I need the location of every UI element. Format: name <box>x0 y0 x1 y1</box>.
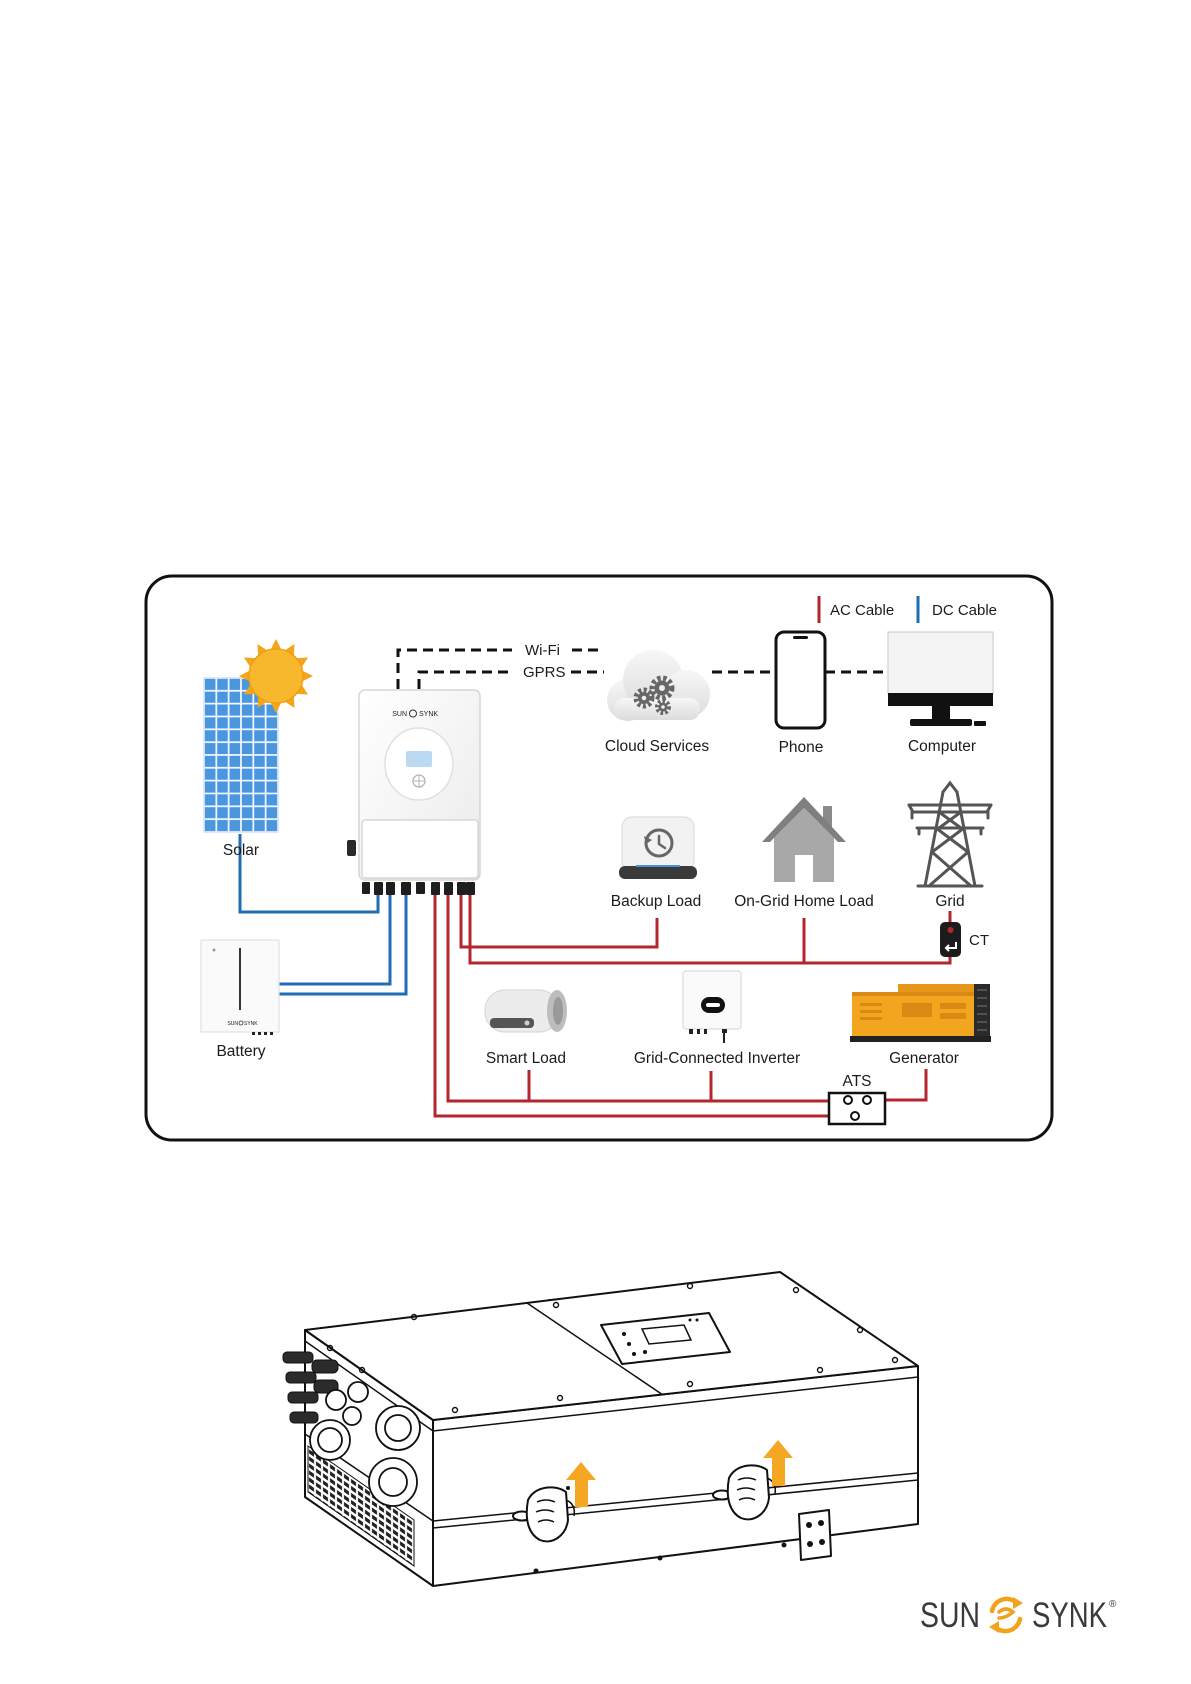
inverter-keypad-icon <box>413 775 425 787</box>
logo-arrowhead-1 <box>1013 1597 1023 1609</box>
mounting-bracket-icon <box>799 1510 831 1560</box>
battery-dc-cable-2 <box>279 895 406 994</box>
transfer-switch-icon <box>829 1093 885 1124</box>
gprs-link <box>419 672 512 689</box>
logo-registered-mark: ® <box>1109 1599 1117 1610</box>
grid-inverter-label: Grid-Connected Inverter <box>634 1050 800 1067</box>
water-heater-icon <box>485 990 567 1032</box>
smartphone-icon <box>776 632 825 728</box>
ct-node: CT <box>940 922 989 957</box>
gprs-label: GPRS <box>523 664 566 681</box>
backup-load-node: Backup Load <box>611 817 702 910</box>
battery-brand-left: SUN <box>227 1021 238 1027</box>
computer-label: Computer <box>908 738 976 755</box>
home-load-node: On-Grid Home Load <box>734 797 874 910</box>
ats-label: ATS <box>843 1073 872 1090</box>
legend: AC Cable DC Cable <box>819 596 997 623</box>
top-seam-2 <box>548 1299 560 1300</box>
solar-label: Solar <box>223 842 259 859</box>
backup-history-icon <box>619 817 697 879</box>
monitor-icon <box>888 632 993 726</box>
grid-label: Grid <box>935 893 964 910</box>
inverter-lift-illustration <box>283 1272 918 1586</box>
system-diagram: AC Cable DC Cable Wi-Fi GPRS <box>146 576 1052 1140</box>
grid-inverter-node: Grid-Connected Inverter <box>634 971 800 1067</box>
cloud-services-label: Cloud Services <box>605 738 709 755</box>
logo-text-left: SUN <box>920 1596 980 1635</box>
solar-dc-cable <box>240 834 378 912</box>
smart-load-label: Smart Load <box>486 1050 566 1067</box>
backup-load-label: Backup Load <box>611 893 702 910</box>
battery-label: Battery <box>216 1043 265 1060</box>
logo-text-right: SYNK <box>1032 1596 1107 1635</box>
solar-node: Solar <box>204 639 313 859</box>
grid-cable <box>470 895 950 963</box>
house-icon <box>762 797 846 882</box>
battery-unit-icon <box>201 940 279 1035</box>
cloud-services-node: Cloud Services <box>605 650 710 755</box>
sunsynk-logo: SUN SYNK ® <box>920 1596 1117 1635</box>
inverter-display-screen <box>406 751 432 767</box>
inverter-terminals <box>362 882 475 895</box>
logo-arrowhead-2 <box>989 1621 999 1633</box>
phone-label: Phone <box>779 739 824 756</box>
ct-label: CT <box>969 932 989 949</box>
home-load-label: On-Grid Home Load <box>734 893 874 910</box>
smart-load-node: Smart Load <box>485 990 567 1067</box>
generator-node: Generator <box>850 984 991 1067</box>
generator-label: Generator <box>889 1050 959 1067</box>
generator-icon <box>850 984 991 1042</box>
battery-node: SUN SYNK Battery <box>201 940 279 1060</box>
inverter-lower-panel <box>362 820 478 878</box>
ats-node: ATS <box>829 1073 885 1124</box>
transmission-tower-icon <box>909 783 991 886</box>
inverter-brand-left: SUN <box>392 711 407 718</box>
computer-node: Computer <box>888 632 993 755</box>
battery-dc-cable-1 <box>279 895 390 984</box>
grid-node: Grid <box>909 783 991 910</box>
wifi-link <box>398 650 512 689</box>
phone-notch <box>793 636 808 639</box>
ac-legend-label: AC Cable <box>830 602 894 619</box>
inverter-brand-right: SYNK <box>419 711 438 718</box>
wifi-label: Wi-Fi <box>525 642 560 659</box>
current-transformer-icon <box>940 922 961 957</box>
inverter-icon <box>683 971 741 1043</box>
inverter-side-tab <box>347 840 356 856</box>
dc-legend-label: DC Cable <box>932 602 997 619</box>
battery-brand-right: SYNK <box>244 1021 258 1027</box>
hybrid-inverter: SUN SYNK <box>347 690 480 895</box>
phone-node: Phone <box>776 632 825 756</box>
